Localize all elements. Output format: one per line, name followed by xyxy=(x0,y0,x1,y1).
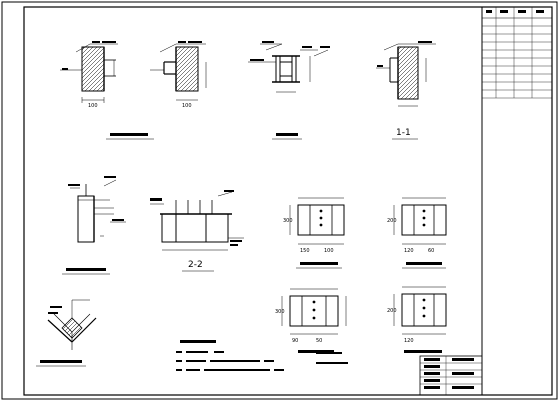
detail-steel-post xyxy=(248,41,330,93)
detail-wall-anchor-1: 100 xyxy=(60,41,118,109)
detail-section-1-1 xyxy=(376,41,436,107)
svg-text:100: 100 xyxy=(182,103,192,109)
section-label-2-2: 2-2 xyxy=(188,260,203,270)
svg-text:100: 100 xyxy=(88,103,98,109)
svg-text:150: 150 xyxy=(300,248,310,254)
detail-plate-3: 300 90 50 xyxy=(275,288,347,353)
svg-text:200: 200 xyxy=(387,218,397,224)
detail-wall-anchor-2: 100 xyxy=(150,41,207,109)
notes-block xyxy=(176,340,348,371)
svg-text:120: 120 xyxy=(404,248,414,254)
bottom-title-block xyxy=(419,355,483,396)
caption-bar-1 xyxy=(110,133,148,136)
detail-plate-1: 300 150 100 xyxy=(283,197,345,269)
svg-text:300: 300 xyxy=(275,309,285,315)
detail-angled-joint xyxy=(36,299,97,367)
detail-bracket-elevation xyxy=(62,176,126,275)
svg-text:60: 60 xyxy=(428,248,434,254)
title-block-column xyxy=(481,7,552,395)
detail-section-2-2: 2-2 xyxy=(150,190,244,272)
caption-bar-2 xyxy=(276,133,298,136)
detail-plate-2: 200 120 60 xyxy=(387,197,447,269)
inner-border xyxy=(23,6,553,396)
svg-text:120: 120 xyxy=(404,338,414,344)
section-label-1-1: 1-1 xyxy=(396,128,411,138)
svg-text:90: 90 xyxy=(292,338,298,344)
svg-text:300: 300 xyxy=(283,218,293,224)
svg-text:100: 100 xyxy=(324,248,334,254)
svg-text:200: 200 xyxy=(387,308,397,314)
detail-plate-4: 200 120 xyxy=(387,286,447,353)
svg-text:50: 50 xyxy=(316,338,322,344)
